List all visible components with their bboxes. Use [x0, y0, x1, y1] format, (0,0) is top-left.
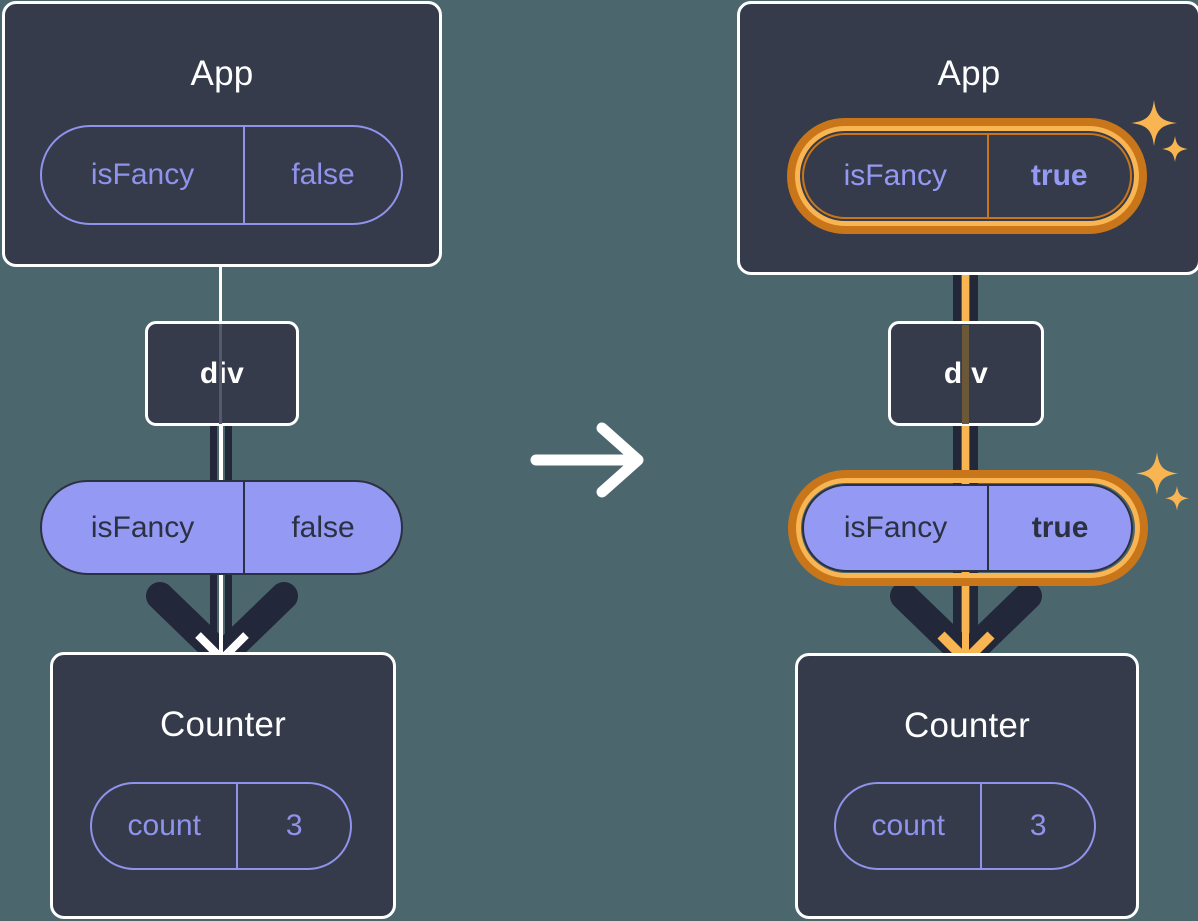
- counter-title-right: Counter: [904, 706, 1030, 745]
- counter-prop-pill-value-right: 3: [980, 784, 1094, 868]
- app-prop-pill-value-left: false: [243, 127, 401, 223]
- sparkle-large-icon: [1136, 452, 1178, 495]
- connector-line-inside-div-right: [962, 325, 969, 424]
- state-pill-value-left: false: [243, 482, 401, 573]
- sparkles-state-right: [1132, 450, 1192, 520]
- sparkles-app-right: [1128, 98, 1190, 170]
- counter-prop-pill-value-left: 3: [236, 784, 350, 868]
- counter-title-left: Counter: [160, 705, 286, 744]
- highlight-ring-app-pill-right: [787, 118, 1147, 234]
- counter-prop-pill-right[interactable]: count 3: [834, 782, 1096, 870]
- app-prop-pill-left[interactable]: isFancy false: [40, 125, 403, 225]
- app-title-left: App: [190, 54, 254, 93]
- sparkle-small-icon: [1162, 136, 1188, 162]
- counter-prop-pill-key-right: count: [871, 809, 945, 842]
- div-node-label-left: div: [199, 356, 245, 390]
- app-title-right: App: [937, 54, 1001, 93]
- counter-prop-pill-key-left: count: [127, 809, 201, 842]
- arrow-right-icon: [530, 422, 644, 498]
- connector-app-to-div-left: [219, 262, 222, 324]
- counter-prop-pill-left[interactable]: count 3: [90, 782, 352, 870]
- highlight-ring-state-pill-right: [788, 470, 1148, 586]
- app-prop-pill-key-left: isFancy: [90, 158, 195, 191]
- transition-arrow: [528, 418, 652, 502]
- div-node-left[interactable]: div: [145, 321, 299, 426]
- state-pill-left[interactable]: isFancy false: [40, 480, 403, 575]
- sparkle-small-icon: [1165, 486, 1189, 511]
- state-pill-key-left: isFancy: [90, 510, 195, 544]
- sparkle-large-icon: [1131, 100, 1177, 146]
- connector-line-inside-div-left: [219, 324, 222, 424]
